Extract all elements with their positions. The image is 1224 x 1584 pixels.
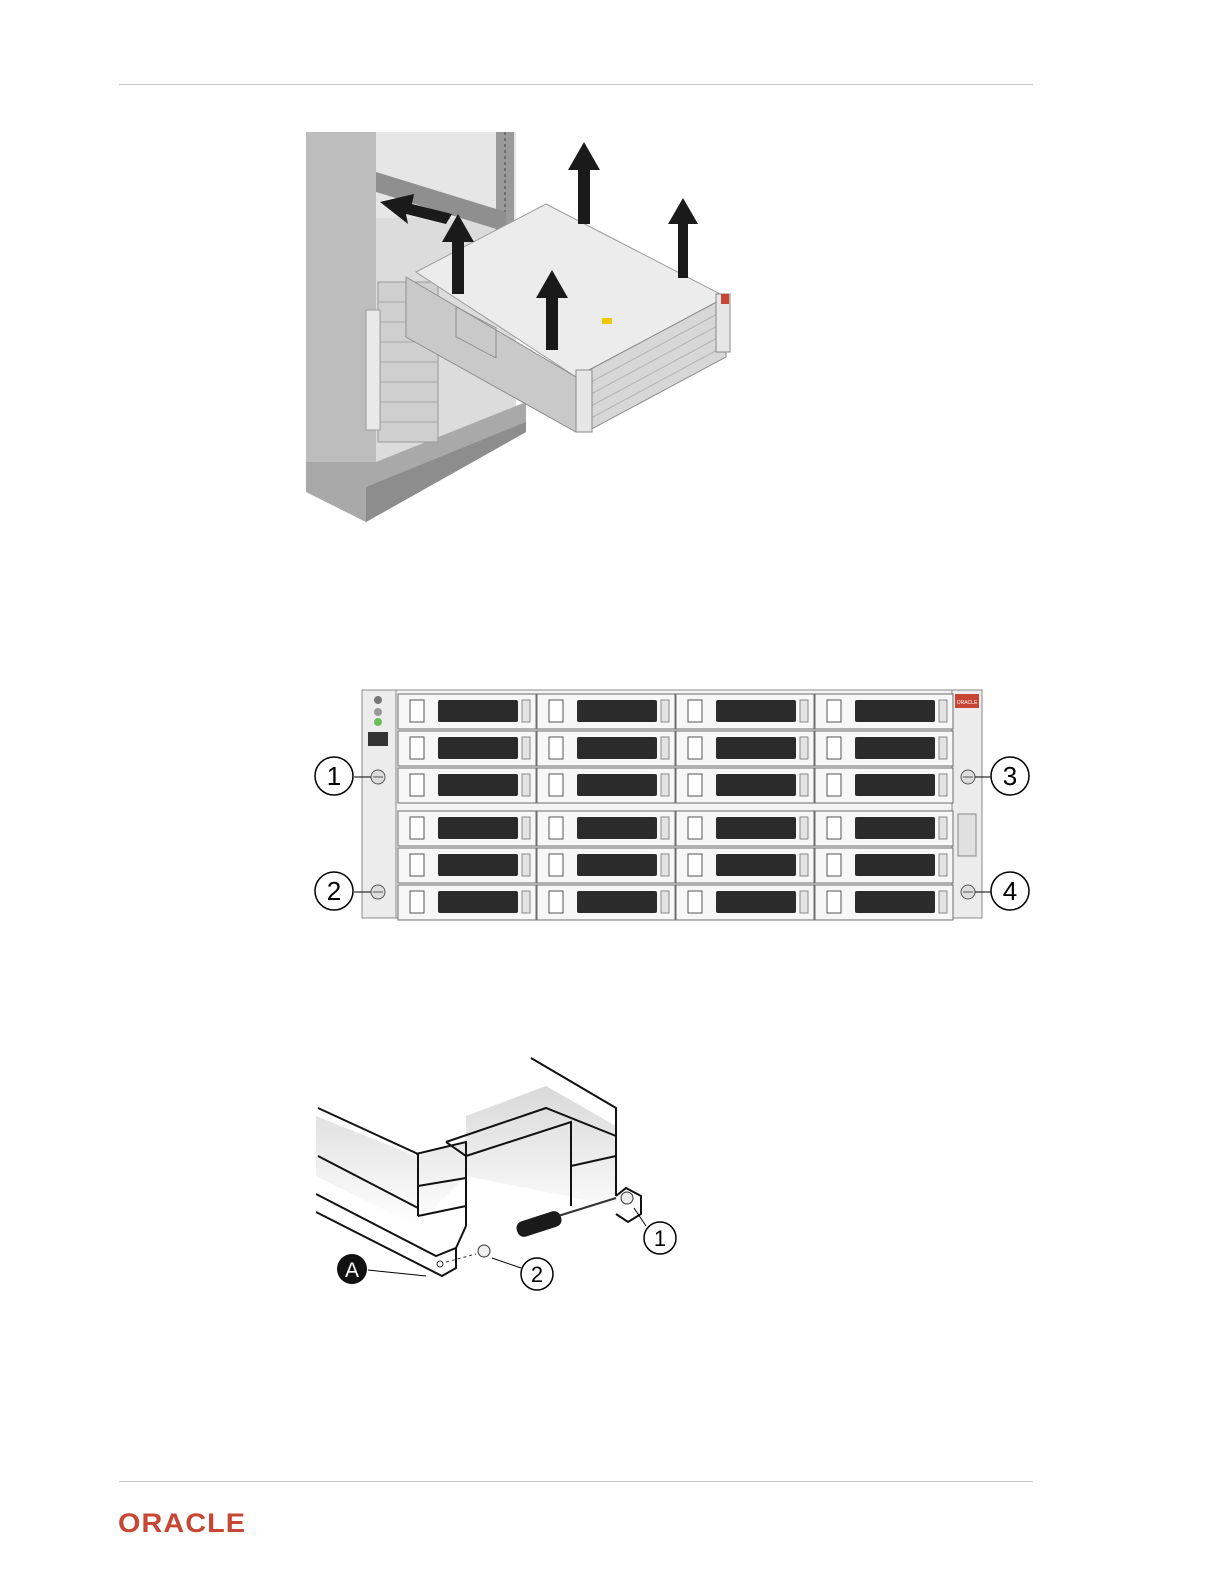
right-ear xyxy=(952,690,982,918)
callout-3: 3 xyxy=(975,757,1029,795)
drive-bay[interactable] xyxy=(537,848,675,883)
svg-text:2: 2 xyxy=(327,876,341,906)
drive-bay[interactable] xyxy=(815,811,953,846)
badge-logo-text: ORACLE xyxy=(957,700,978,706)
screw-icon[interactable] xyxy=(371,770,385,784)
callout-a: A xyxy=(337,1254,426,1284)
svg-text:3: 3 xyxy=(1003,761,1017,791)
drive-bay[interactable] xyxy=(398,731,536,766)
footer-logo: ORACLE xyxy=(118,1506,250,1540)
screw-icon xyxy=(437,1245,490,1267)
drive-bay[interactable] xyxy=(537,811,675,846)
drive-bay[interactable] xyxy=(676,885,814,920)
screwdriver-icon xyxy=(515,1192,633,1239)
drive-bay[interactable] xyxy=(537,731,675,766)
drive-bay[interactable] xyxy=(676,811,814,846)
drive-bay[interactable] xyxy=(398,768,536,803)
front-panel-figure: ORACLE 1 2 3 4 xyxy=(312,688,1034,924)
svg-text:ORACLE: ORACLE xyxy=(118,1508,246,1538)
header-rule xyxy=(119,84,1033,85)
svg-text:2: 2 xyxy=(531,1262,543,1287)
drive-bay[interactable] xyxy=(398,848,536,883)
svg-text:1: 1 xyxy=(654,1226,666,1251)
screw-icon[interactable] xyxy=(961,770,975,784)
drive-bay[interactable] xyxy=(537,768,675,803)
drive-bay[interactable] xyxy=(537,694,675,729)
drive-bay[interactable] xyxy=(815,694,953,729)
rack-removal-figure xyxy=(306,132,738,522)
footer-rule xyxy=(119,1481,1033,1482)
drive-bay[interactable] xyxy=(676,768,814,803)
svg-text:4: 4 xyxy=(1003,876,1017,906)
drive-bay[interactable] xyxy=(398,694,536,729)
drive-bay[interactable] xyxy=(398,811,536,846)
drive-bay[interactable] xyxy=(398,885,536,920)
drive-bay[interactable] xyxy=(676,694,814,729)
drive-bay[interactable] xyxy=(815,885,953,920)
drive-bay[interactable] xyxy=(815,731,953,766)
drive-bay[interactable] xyxy=(676,848,814,883)
svg-text:A: A xyxy=(345,1259,359,1282)
drive-bay[interactable] xyxy=(815,848,953,883)
drive-bay[interactable] xyxy=(676,731,814,766)
drive-bay[interactable] xyxy=(537,885,675,920)
bracket-detail-figure: 1 2 A xyxy=(316,1056,688,1306)
screw-icon[interactable] xyxy=(961,885,975,899)
screw-icon[interactable] xyxy=(371,885,385,899)
callout-4: 4 xyxy=(975,872,1029,910)
drive-bay[interactable] xyxy=(815,768,953,803)
svg-text:1: 1 xyxy=(327,761,341,791)
callout-2: 2 xyxy=(492,1258,553,1290)
